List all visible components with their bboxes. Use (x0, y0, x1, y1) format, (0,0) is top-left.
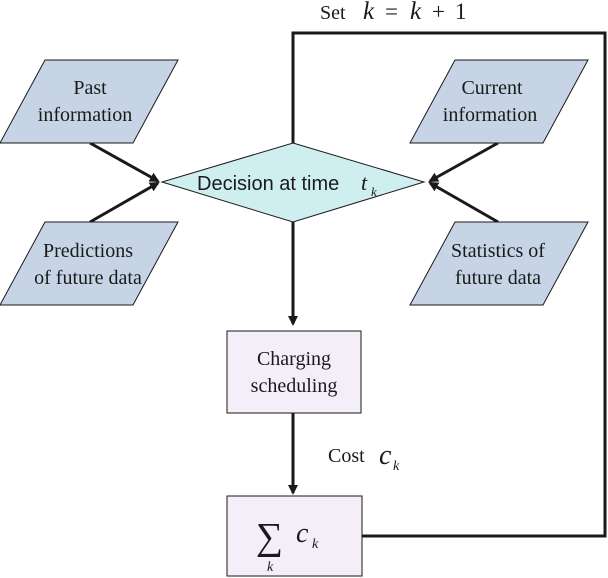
past-information-node: Past information (0, 59, 179, 144)
past-line-1: Past (73, 77, 107, 99)
sum-symbol: ∑ (256, 516, 283, 558)
charging-scheduling-node: Charging scheduling (226, 330, 362, 414)
sum-index: k (267, 560, 274, 575)
decision-var: t (361, 170, 368, 195)
cost-subscript: k (393, 459, 400, 474)
predictions-line-2: of future data (34, 267, 142, 289)
feedback-loop-line (288, 31, 607, 538)
past-line-2: information (38, 104, 132, 126)
statistics-line-2: future data (455, 267, 541, 289)
feedback-plus: + (432, 0, 445, 24)
feedback-one: 1 (455, 0, 467, 24)
statistics-to-decision-arrow (428, 181, 499, 224)
feedback-var-lhs: k (363, 0, 375, 25)
sum-subscript: k (312, 537, 319, 552)
predictions-line-1: Predictions (43, 240, 133, 262)
decision-label: Decision at time (197, 173, 339, 195)
scheduling-line-1: Charging (257, 348, 331, 370)
cost-sum-node: ∑ k c k (226, 495, 363, 577)
predictions-node: Predictions of future data (0, 221, 179, 306)
current-line-1: Current (461, 77, 523, 99)
statistics-node: Statistics of future data (409, 221, 589, 306)
current-to-decision-arrow (428, 141, 499, 183)
feedback-prefix: Set (320, 2, 346, 24)
feedback-equals: = (385, 0, 398, 24)
predictions-to-decision-arrow (89, 181, 160, 224)
scheduling-line-2: scheduling (251, 375, 338, 397)
past-to-decision-arrow (89, 141, 160, 183)
cost-prefix: Cost (328, 445, 365, 467)
statistics-line-1: Statistics of (451, 240, 545, 262)
cost-label: Cost c k (328, 440, 400, 474)
decision-node: Decision at time t k (160, 142, 426, 223)
current-information-node: Current information (409, 59, 589, 144)
current-line-2: information (443, 104, 537, 126)
cost-var: c (379, 440, 392, 471)
feedback-var-rhs: k (410, 0, 422, 25)
feedback-label: Set k = k + 1 (320, 0, 467, 25)
sum-var: c (296, 518, 309, 549)
decision-subscript: k (371, 184, 377, 199)
